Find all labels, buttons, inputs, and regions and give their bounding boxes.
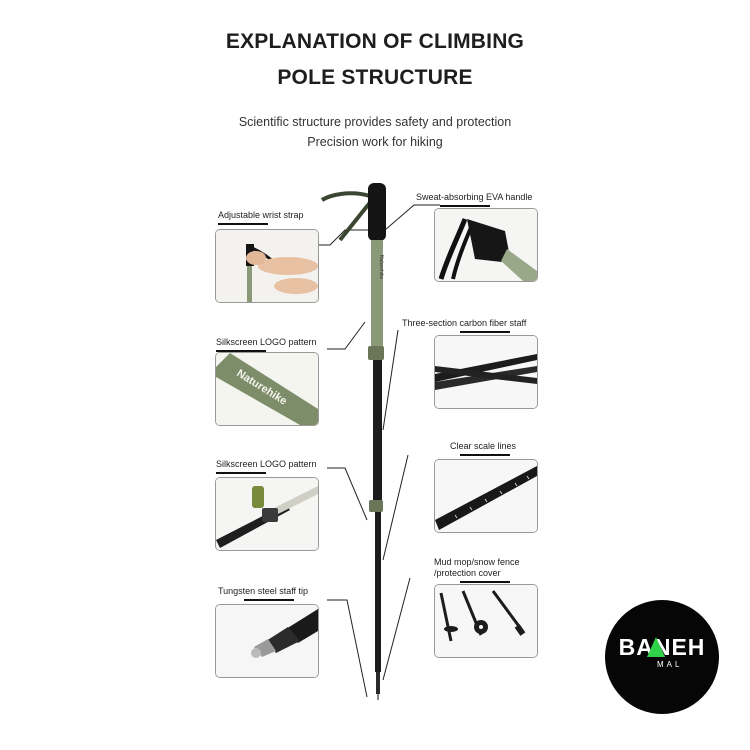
- pole-upper-section: [371, 240, 383, 348]
- subtitle-line-1: Scientific structure provides safety and…: [238, 115, 512, 129]
- pole-brand-text: Naturehike: [378, 255, 384, 279]
- subtitle-line-2: Precision work for hiking: [307, 135, 443, 149]
- callout-underline: [244, 599, 294, 601]
- panel-eva-handle: [434, 208, 538, 282]
- panel-wrist-strap: [215, 229, 319, 303]
- pole-tip-point: [377, 694, 379, 700]
- page-title-line-2: POLE STRUCTURE: [277, 66, 473, 89]
- callout-label-carbon-staff: Three-section carbon fiber staff: [402, 318, 527, 328]
- lock-clip-image: [216, 478, 318, 550]
- callout-underline: [440, 205, 490, 207]
- mud-mop-image: [435, 585, 537, 657]
- panel-silkscreen-logo-1: Naturehike: [215, 352, 319, 426]
- scale-lines-image: [435, 460, 537, 532]
- watermark-sub-text: MAL: [657, 660, 683, 669]
- pole-handle: [368, 183, 386, 241]
- callout-label-silkscreen-logo-2: Silkscreen LOGO pattern: [216, 459, 317, 469]
- carbon-staff-image: [435, 336, 537, 408]
- callout-underline: [216, 350, 266, 352]
- pole-lower-section: [375, 512, 381, 672]
- callout-label-silkscreen-logo-1: Silkscreen LOGO pattern: [216, 337, 317, 347]
- baneh-watermark-logo: BANEH MAL: [605, 600, 719, 714]
- callout-label-staff-tip: Tungsten steel staff tip: [218, 586, 309, 596]
- panel-scale-lines: [434, 459, 538, 533]
- callout-underline: [460, 581, 510, 583]
- pole-middle-section: [373, 360, 382, 502]
- leader-lines: [318, 204, 440, 698]
- silkscreen-logo-closeup-image: Naturehike: [216, 353, 318, 425]
- pole-lock-1: [368, 346, 384, 360]
- page-title-line-1: EXPLANATION OF CLIMBING: [225, 30, 525, 53]
- callout-underline: [460, 454, 510, 456]
- callout-underline: [460, 331, 510, 333]
- mountain-icon: [647, 637, 665, 657]
- callout-label-eva-handle: Sweat-absorbing EVA handle: [416, 192, 533, 202]
- panel-silkscreen-logo-2: [215, 477, 319, 551]
- callout-label-wrist-strap: Adjustable wrist strap: [218, 210, 304, 220]
- callout-label-mud-mop: Mud mop/snow fence /protection cover: [434, 557, 520, 578]
- staff-tip-image: [216, 605, 318, 677]
- pole-wrist-strap: [320, 191, 374, 242]
- pole-lock-2: [369, 500, 383, 512]
- callout-underline: [216, 472, 266, 474]
- wrist-strap-image: [216, 230, 318, 302]
- callout-label-scale-lines: Clear scale lines: [450, 441, 517, 451]
- callout-underline: [218, 223, 268, 225]
- panel-staff-tip: [215, 604, 319, 678]
- eva-handle-image: [435, 209, 537, 281]
- pole-tip: [376, 672, 380, 694]
- panel-mud-mop: [434, 584, 538, 658]
- panel-carbon-staff: [434, 335, 538, 409]
